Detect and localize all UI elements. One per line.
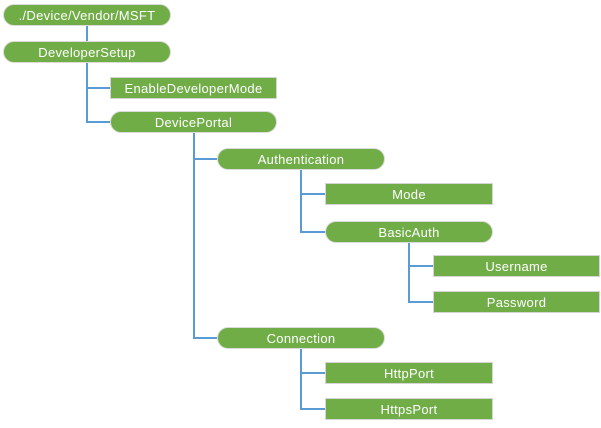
connector-authentication-to-basicauth xyxy=(302,231,325,233)
node-connection: Connection xyxy=(217,327,385,349)
connector-root-msft-to-developersetup xyxy=(86,26,88,41)
node-username: Username xyxy=(433,255,600,277)
connector-deviceportal-to-connection xyxy=(192,133,195,339)
node-enabledevelopermode: EnableDeveloperMode xyxy=(110,77,277,99)
connector-developersetup-to-enabledevelopermode xyxy=(88,87,110,89)
node-developersetup: DeveloperSetup xyxy=(3,41,171,63)
connector-connection-to-httpsport xyxy=(300,349,302,410)
node-deviceportal: DevicePortal xyxy=(110,111,277,133)
node-basicauth: BasicAuth xyxy=(325,221,493,243)
connector-developersetup-to-deviceportal xyxy=(86,63,88,123)
connector-authentication-to-basicauth xyxy=(300,170,302,233)
connector-connection-to-httpsport xyxy=(302,408,325,410)
connector-basicauth-to-password xyxy=(408,243,410,303)
node-httpport: HttpPort xyxy=(325,362,493,384)
node-mode: Mode xyxy=(325,183,493,205)
connector-deviceportal-to-connection xyxy=(194,337,217,339)
connector-connection-to-httpport xyxy=(302,372,325,374)
connector-basicauth-to-username xyxy=(410,265,433,267)
connector-deviceportal-to-authentication xyxy=(194,158,217,160)
node-root-msft: ./Device/Vendor/MSFT xyxy=(3,4,171,26)
connector-basicauth-to-password xyxy=(410,301,433,303)
connector-developersetup-to-deviceportal xyxy=(88,121,110,123)
connector-authentication-to-mode xyxy=(302,193,325,195)
node-password: Password xyxy=(433,291,600,313)
node-authentication: Authentication xyxy=(217,148,385,170)
node-httpsport: HttpsPort xyxy=(325,398,493,420)
